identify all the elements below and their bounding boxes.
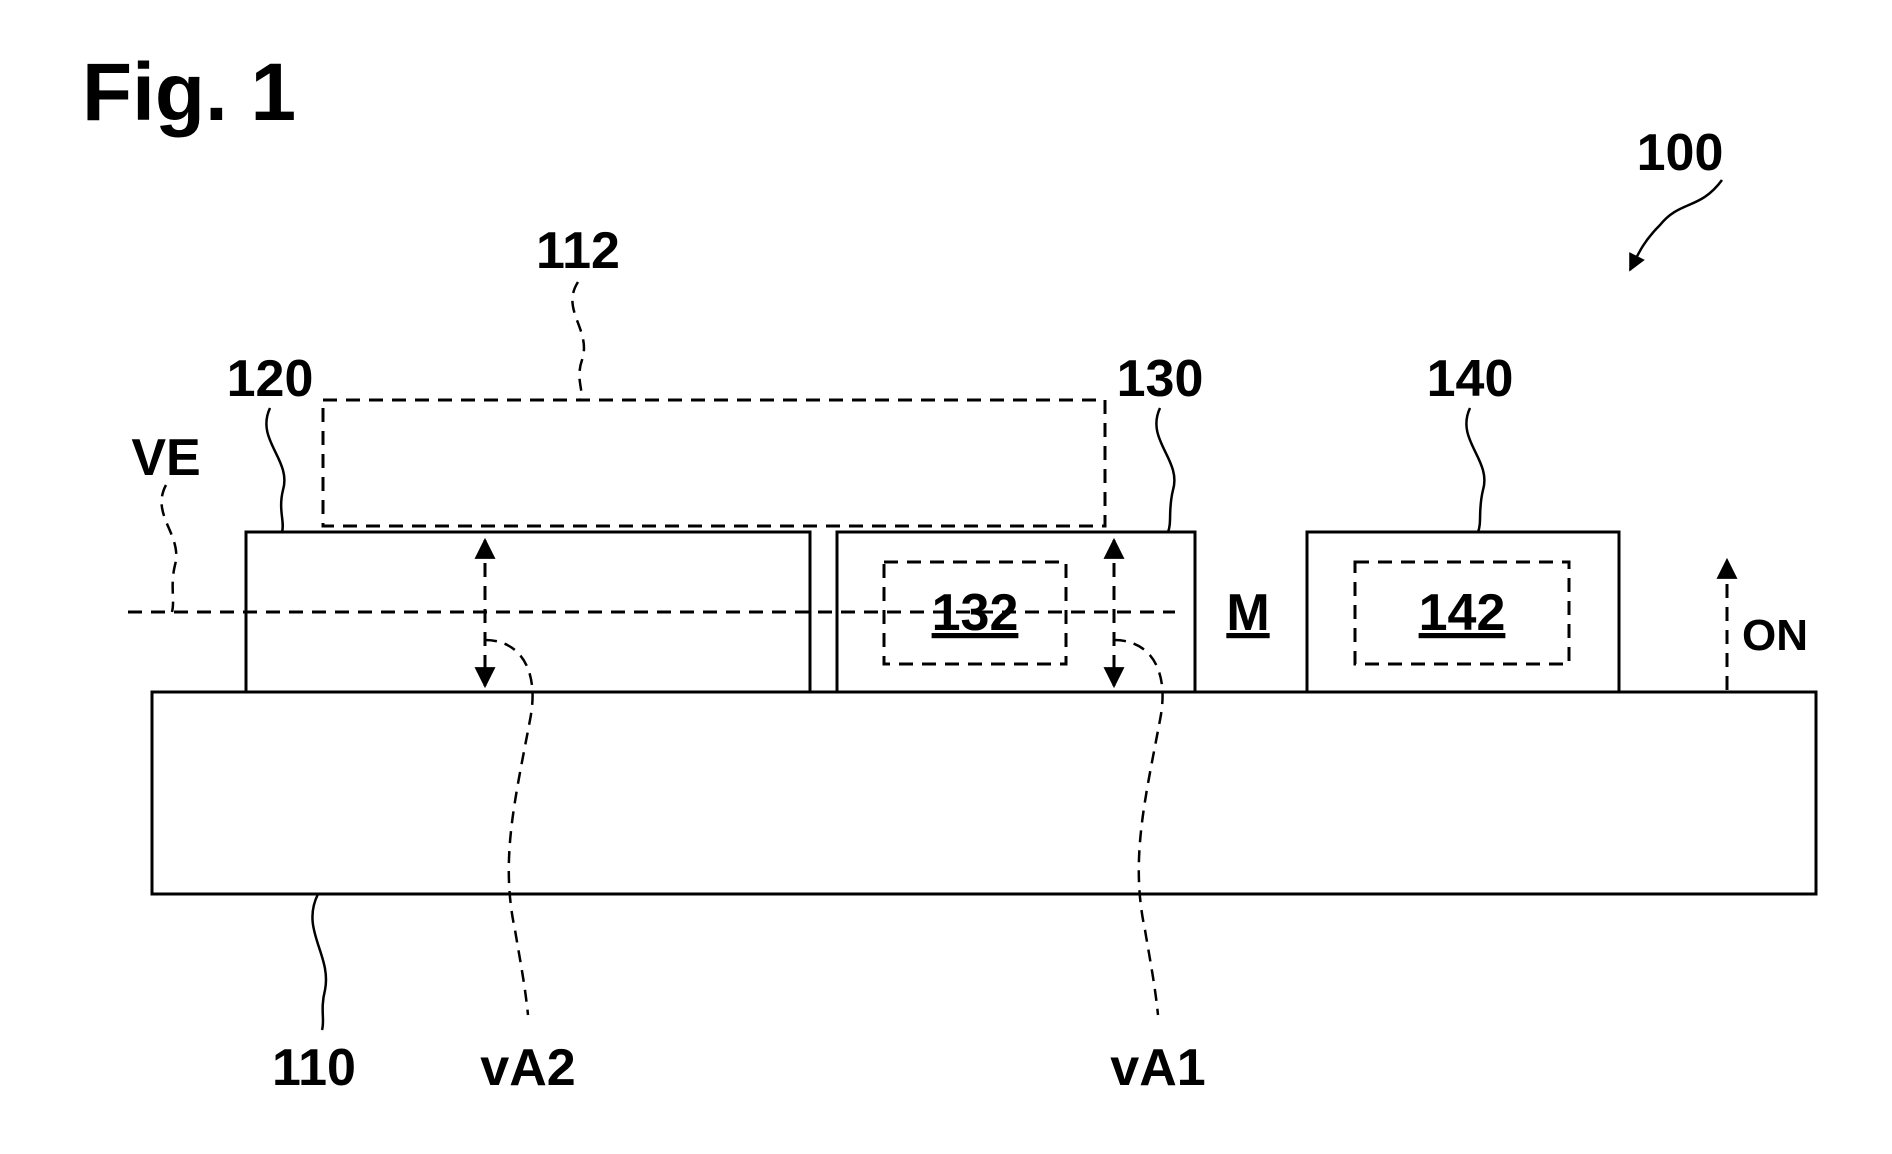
label-120: 120 xyxy=(227,350,314,408)
label-on: ON xyxy=(1742,611,1808,660)
label-132: 132 xyxy=(932,584,1019,642)
label-110: 110 xyxy=(272,1039,356,1097)
inner-132 xyxy=(882,560,1068,666)
leader-140 xyxy=(1465,407,1486,533)
base-110 xyxy=(150,690,1818,896)
leader-120 xyxy=(265,407,286,533)
leader-110 xyxy=(311,893,328,1031)
block-140 xyxy=(1305,530,1621,694)
leader-vA1 xyxy=(1113,638,1164,1016)
block-130 xyxy=(835,530,1197,694)
label-130: 130 xyxy=(1117,350,1204,408)
dashed-frame-112 xyxy=(321,398,1107,528)
label-m: M xyxy=(1226,584,1269,642)
assembly-arrow xyxy=(1628,179,1724,272)
leader-ve xyxy=(160,484,178,613)
label-142: 142 xyxy=(1419,584,1506,642)
inner-142 xyxy=(1353,560,1571,666)
leader-vA2 xyxy=(484,638,534,1016)
leader-130 xyxy=(1155,407,1176,533)
leader-112 xyxy=(571,281,586,401)
label-112: 112 xyxy=(536,222,620,280)
figure-title: Fig. 1 xyxy=(82,47,296,138)
label-100: 100 xyxy=(1637,124,1724,182)
label-vA2: vA2 xyxy=(480,1039,575,1097)
label-ve: VE xyxy=(131,429,200,487)
label-140: 140 xyxy=(1427,350,1514,408)
label-vA1: vA1 xyxy=(1110,1039,1205,1097)
